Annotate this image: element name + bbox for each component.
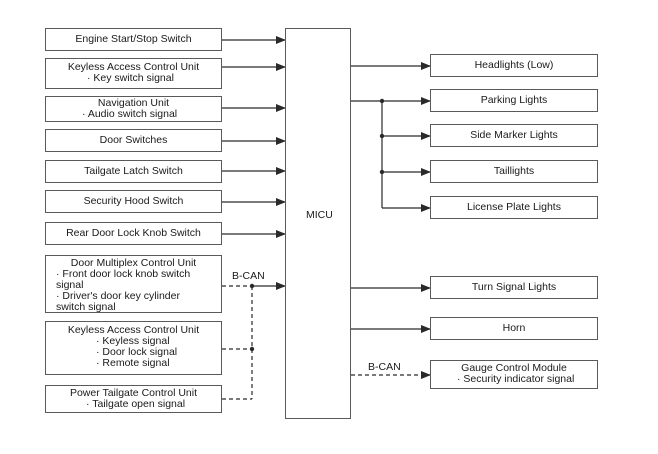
box-title: Taillights xyxy=(493,165,535,177)
signal-key-cylinder-a: · Driver's door key cylinder xyxy=(56,290,180,302)
box-title: Headlights (Low) xyxy=(474,59,554,71)
turn-signal-lights-box: Turn Signal Lights xyxy=(430,276,598,299)
horn-box: Horn xyxy=(430,317,598,340)
box-title: Keyless Access Control Unit xyxy=(67,61,200,73)
micu-box xyxy=(285,28,351,419)
signal-tailgate-open: · Tailgate open signal xyxy=(86,398,186,410)
box-title: Side Marker Lights xyxy=(470,129,558,141)
signal-door-lock: · Door lock signal xyxy=(96,346,178,358)
box-title: Engine Start/Stop Switch xyxy=(75,33,192,45)
signal-audio-switch: · Audio switch signal xyxy=(82,108,178,120)
engine-start-stop-switch-box: Engine Start/Stop Switch xyxy=(45,28,222,51)
box-title: Navigation Unit xyxy=(97,97,170,109)
box-title: Door Multiplex Control Unit xyxy=(70,257,197,269)
license-plate-lights-box: License Plate Lights xyxy=(430,196,598,219)
signal-security-indicator: · Security indicator signal xyxy=(457,373,575,385)
box-title: License Plate Lights xyxy=(467,201,561,213)
signal-key-cylinder-b: switch signal xyxy=(56,301,116,313)
keyless-access-control-unit-box: Keyless Access Control Unit · Key switch… xyxy=(45,58,222,89)
signal-key-switch: · Key switch signal xyxy=(87,72,174,84)
signal-keyless: · Keyless signal xyxy=(96,335,170,347)
security-hood-switch-box: Security Hood Switch xyxy=(45,190,222,213)
box-title: Power Tailgate Control Unit xyxy=(69,387,198,399)
bcan-label-left: B-CAN xyxy=(232,270,265,282)
keyless-access-control-unit-2-box: Keyless Access Control Unit · Keyless si… xyxy=(45,321,222,375)
box-title: Rear Door Lock Knob Switch xyxy=(66,227,201,239)
rear-door-lock-knob-switch-box: Rear Door Lock Knob Switch xyxy=(45,222,222,245)
side-marker-lights-box: Side Marker Lights xyxy=(430,124,598,147)
power-tailgate-control-unit-box: Power Tailgate Control Unit · Tailgate o… xyxy=(45,385,222,413)
box-title: Parking Lights xyxy=(480,94,548,106)
box-title: Gauge Control Module xyxy=(461,362,567,374)
tailgate-latch-switch-box: Tailgate Latch Switch xyxy=(45,160,222,183)
headlights-low-box: Headlights (Low) xyxy=(430,54,598,77)
navigation-unit-box: Navigation Unit · Audio switch signal xyxy=(45,96,222,122)
bcan-label-right: B-CAN xyxy=(368,361,401,373)
box-title: Security Hood Switch xyxy=(83,195,184,207)
signal-remote: · Remote signal xyxy=(96,357,170,369)
signal-front-knob-b: signal xyxy=(56,279,84,291)
door-switches-box: Door Switches xyxy=(45,129,222,152)
box-title: Tailgate Latch Switch xyxy=(84,165,183,177)
door-multiplex-control-unit-box: Door Multiplex Control Unit · Front door… xyxy=(45,255,222,313)
signal-front-knob-a: · Front door lock knob switch xyxy=(56,268,191,280)
parking-lights-box: Parking Lights xyxy=(430,89,598,112)
box-title: Door Switches xyxy=(99,134,168,146)
taillights-box: Taillights xyxy=(430,160,598,183)
micu-label: MICU xyxy=(306,209,333,221)
box-title: Keyless Access Control Unit xyxy=(67,324,200,336)
gauge-control-module-box: Gauge Control Module · Security indicato… xyxy=(430,360,598,389)
box-title: Turn Signal Lights xyxy=(471,281,557,293)
box-title: Horn xyxy=(502,322,526,334)
